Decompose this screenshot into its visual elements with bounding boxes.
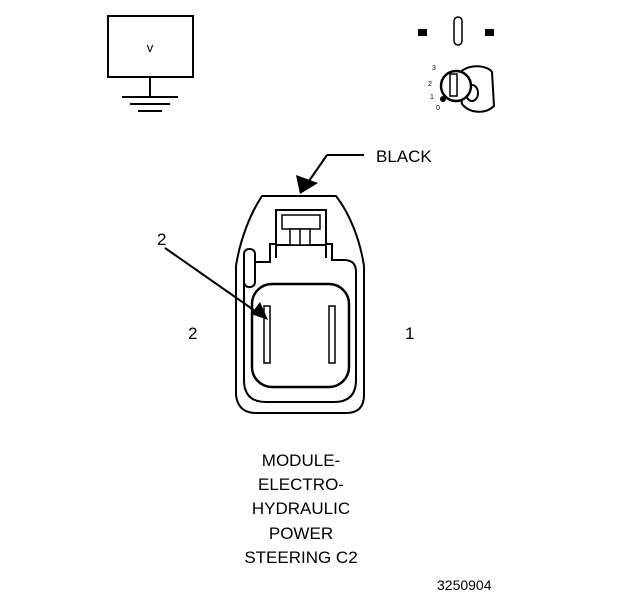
pin-left-label: 2 xyxy=(188,324,197,343)
title-line-1: MODULE- xyxy=(262,451,340,470)
ignition-position-1: 1 xyxy=(430,94,434,101)
color-callout: BLACK xyxy=(296,147,432,194)
connector-guide-rib xyxy=(243,248,256,288)
title-line-4: POWER xyxy=(269,524,333,543)
connector-lock-tab xyxy=(275,209,327,258)
voltmeter-symbol: v xyxy=(147,40,154,55)
voltmeter-icon: v xyxy=(107,15,194,112)
title-line-5: STEERING C2 xyxy=(244,548,357,567)
terminal-pin-1 xyxy=(328,305,336,364)
ignition-position-0: 0 xyxy=(436,105,440,112)
pin-callout-number: 2 xyxy=(157,230,166,249)
connector-color-label: BLACK xyxy=(376,147,432,166)
title-line-3: HYDRAULIC xyxy=(252,499,350,518)
pin-right-label: 1 xyxy=(405,324,414,343)
ignition-position-2: 2 xyxy=(428,81,432,88)
callout-arrowhead xyxy=(296,175,318,194)
terminal-pin-2 xyxy=(263,305,271,364)
ignition-position-3: 3 xyxy=(432,65,436,72)
connector-title: MODULE- ELECTRO- HYDRAULIC POWER STEERIN… xyxy=(244,451,357,567)
title-line-2: ELECTRO- xyxy=(258,475,344,494)
terminal-cavity xyxy=(250,282,351,389)
ignition-key-icon: 0 1 2 3 xyxy=(418,16,496,113)
pin-callout-arrow xyxy=(164,247,268,320)
figure-id: 3250904 xyxy=(437,577,492,593)
